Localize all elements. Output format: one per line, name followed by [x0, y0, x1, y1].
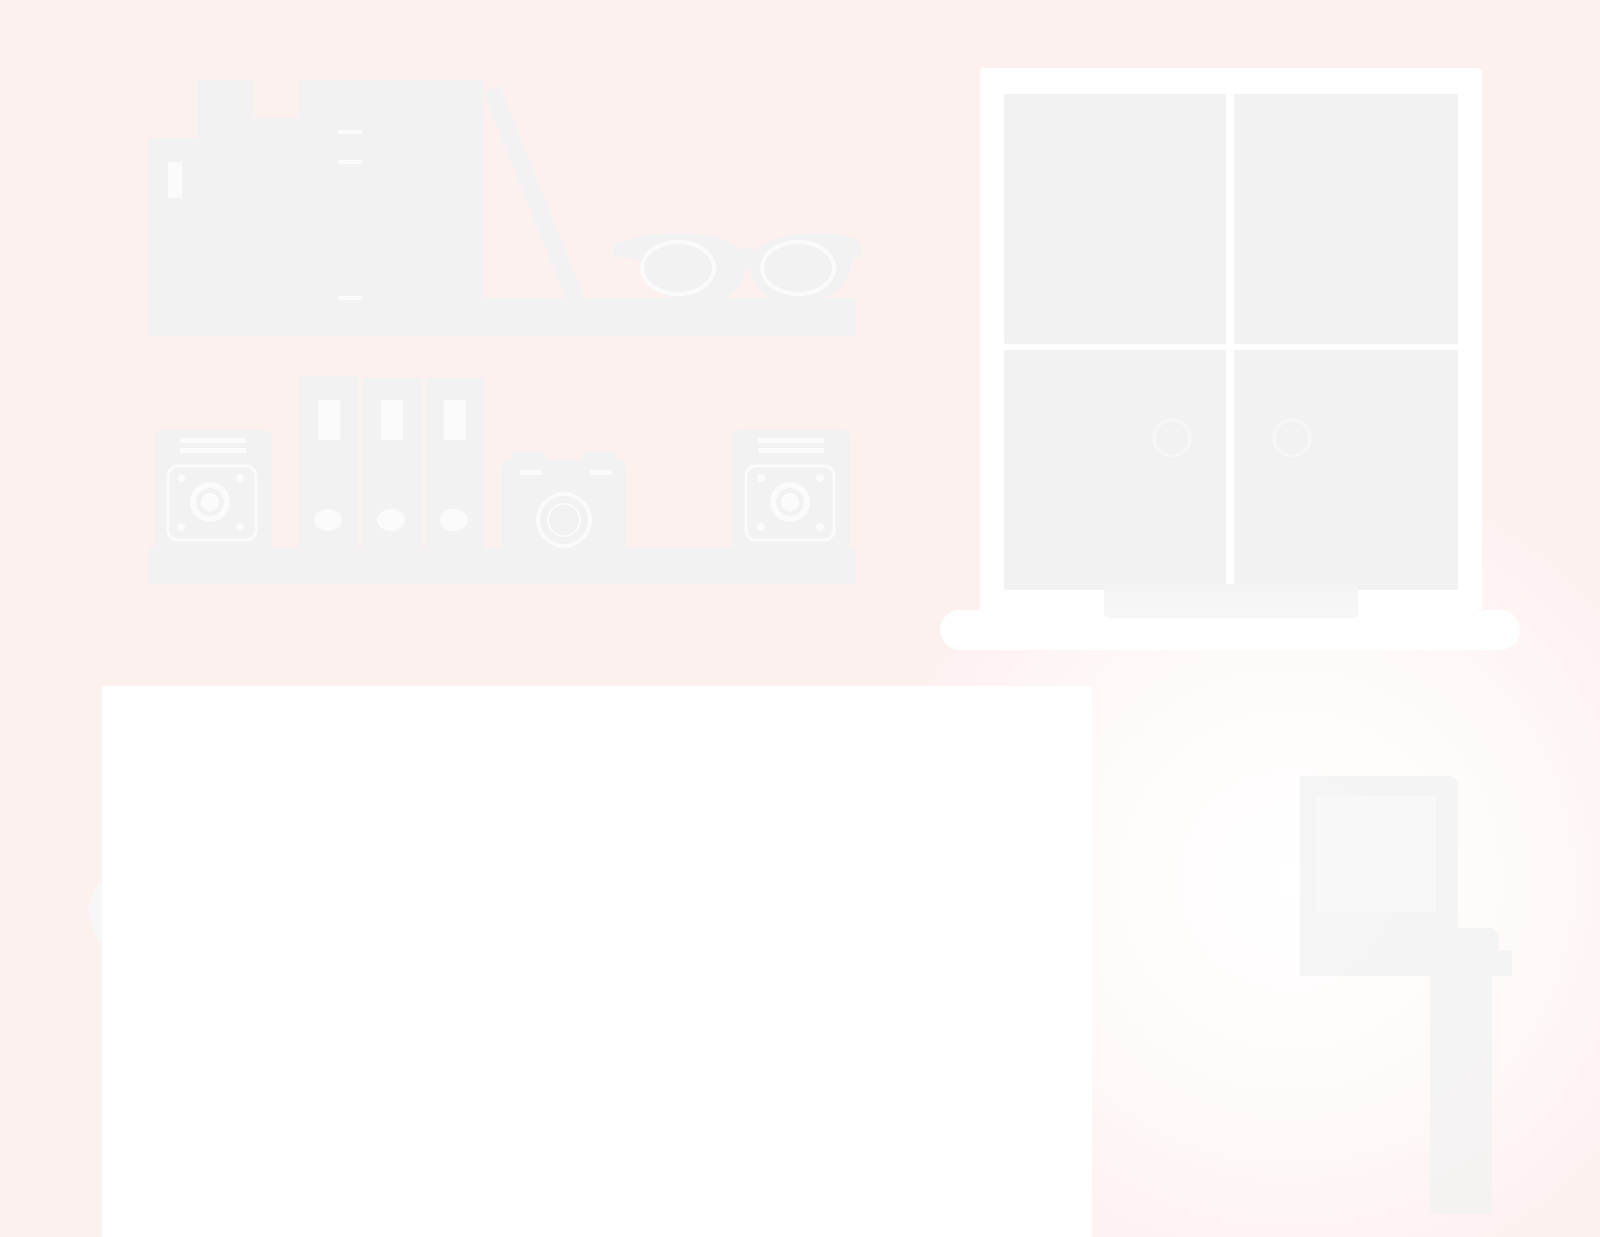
foreground-panel: [102, 686, 1092, 1237]
bookshelf-top-icon: [148, 80, 862, 336]
books-icon: [148, 80, 585, 300]
binders-icon: [298, 376, 484, 550]
window-icon: [940, 68, 1520, 650]
speaker-right-icon: [732, 430, 850, 550]
bookshelf-bottom-icon: [148, 376, 856, 584]
desk-lamp-icon: [1300, 776, 1512, 1214]
speaker-left-icon: [154, 430, 272, 550]
camera-icon: [502, 452, 626, 550]
glasses-icon: [614, 233, 862, 303]
plant-icon: [88, 880, 106, 950]
